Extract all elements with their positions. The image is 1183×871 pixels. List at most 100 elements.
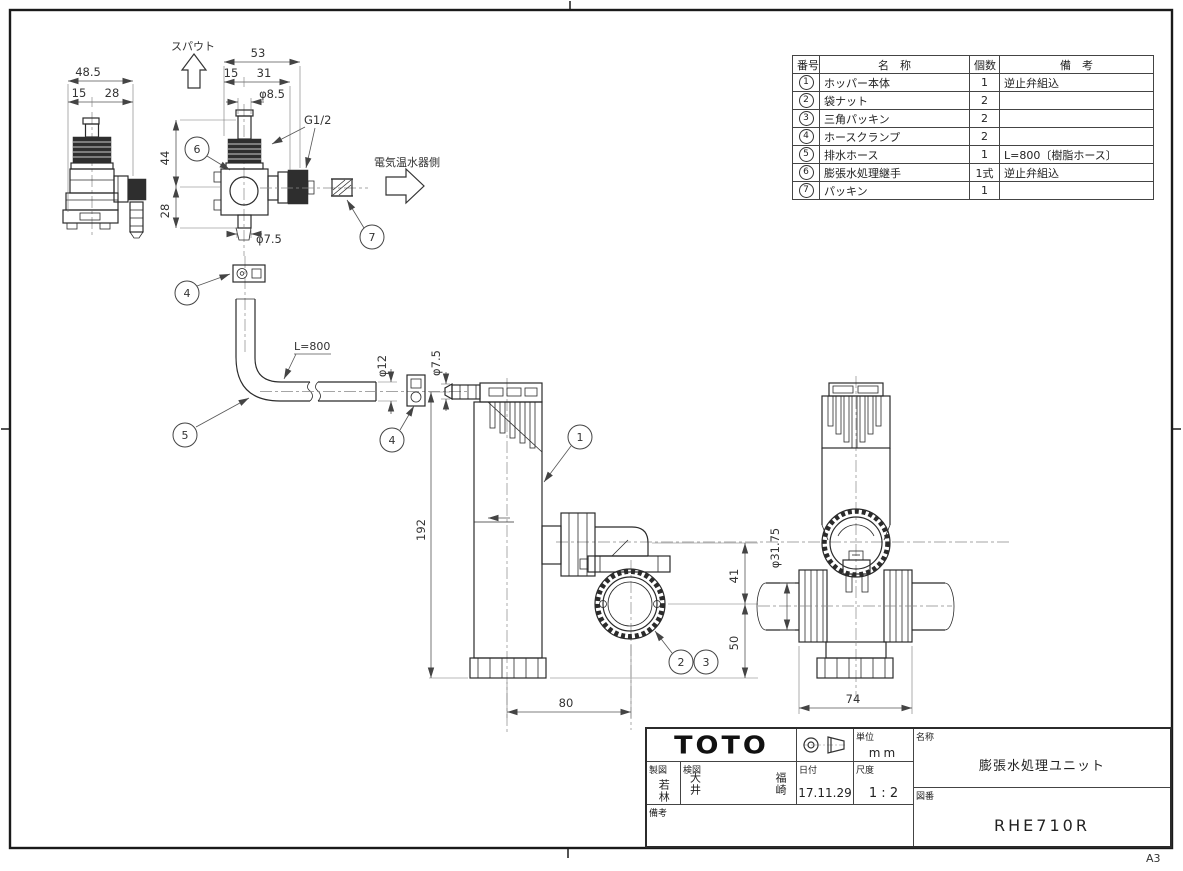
part-no-balloon: 5 xyxy=(798,147,814,162)
balloon-7 xyxy=(359,224,385,250)
dim-left-width: 48.5 xyxy=(75,65,101,79)
part-remarks: 逆止弁組込 xyxy=(999,163,1154,182)
dim-main-50: 50 xyxy=(727,636,741,651)
drawing-number-label: 図番 xyxy=(916,792,935,802)
side-view-dimensions: 48.5 15 28 xyxy=(67,65,134,212)
balloon-6-number: 6 xyxy=(194,143,201,156)
dim-front-44: 44 xyxy=(158,151,172,166)
balloon-3-number: 3 xyxy=(703,656,710,669)
spout-direction-arrow xyxy=(180,53,208,89)
part-name: ホースクランプ xyxy=(819,127,970,146)
drafter-label: 製図 xyxy=(649,766,668,776)
balloon-4-upper-number: 4 xyxy=(184,287,191,300)
part-no: 3 xyxy=(792,109,820,128)
part-no: 5 xyxy=(792,145,820,164)
drafter-cell: 製図 若林 xyxy=(647,762,681,805)
header-qty: 個数 xyxy=(969,55,1000,74)
hopper-side-view xyxy=(756,376,955,700)
title-block: TOTO 単位 mm 製図 若林 検図 大井 福崎 日付 17.11.29 尺度… xyxy=(645,727,1172,848)
part-qty: 1 xyxy=(969,73,1000,92)
name-cell: 名称 膨張水処理ユニット xyxy=(914,729,1170,788)
unit-label: 単位 xyxy=(856,733,875,743)
remarks-cell: 備考 xyxy=(647,805,914,846)
part-no-balloon: 3 xyxy=(798,111,814,126)
drawing-number-value: RHE710R xyxy=(994,815,1090,835)
side-view-fitting xyxy=(62,112,147,239)
front-view-dimensions: 53 15 31 φ8.5 G1/2 44 28 φ7.5 6 7 xyxy=(158,46,385,250)
part-qty: 1 xyxy=(969,181,1000,200)
front-view-fitting: スパウト 電気温水器側 xyxy=(171,40,440,256)
part-no: 6 xyxy=(792,163,820,182)
balloon-4-upper xyxy=(174,280,200,306)
part-qty: 1式 xyxy=(969,163,1000,182)
hopper-front-dimensions: 1 2 3 192 41 50 80 xyxy=(414,391,758,718)
heater-side-direction-arrow xyxy=(385,167,425,205)
dim-front-53: 53 xyxy=(251,46,266,60)
dim-main-192: 192 xyxy=(414,519,428,541)
hopper-side-dimensions: φ31.75 74 xyxy=(768,528,913,714)
balloon-5 xyxy=(172,422,198,448)
date-label: 日付 xyxy=(799,766,818,776)
checker-label: 検図 xyxy=(683,766,702,776)
unit-cell: 単位 mm xyxy=(854,729,914,762)
hopper-front-view xyxy=(444,378,1012,735)
dim-front-d75: φ7.5 xyxy=(256,232,282,246)
name-label: 名称 xyxy=(916,733,935,743)
checker-cell: 検図 大井 福崎 xyxy=(681,762,797,805)
logo-cell: TOTO xyxy=(647,729,797,762)
balloon-4-right-number: 4 xyxy=(389,434,396,447)
header-no: 番号 xyxy=(792,55,820,74)
part-name: 排水ホース xyxy=(819,145,970,164)
part-no: 7 xyxy=(792,181,820,200)
part-name: ホッパー本体 xyxy=(819,73,970,92)
remarks-label: 備考 xyxy=(649,809,668,819)
dim-main-80: 80 xyxy=(559,696,574,710)
spout-label: スパウト xyxy=(171,40,215,53)
balloon-7-number: 7 xyxy=(369,231,376,244)
dim-front-thread: G1/2 xyxy=(304,113,331,127)
part-no: 1 xyxy=(792,73,820,92)
date-cell: 日付 17.11.29 xyxy=(797,762,854,805)
hose-clamp-right xyxy=(406,374,426,407)
sheet-size-label: A3 xyxy=(1146,852,1161,865)
scale-cell: 尺度 1 : 2 xyxy=(854,762,914,805)
part-remarks xyxy=(999,91,1154,110)
part-remarks xyxy=(999,127,1154,146)
balloon-5-number: 5 xyxy=(182,429,189,442)
dim-side-74: 74 xyxy=(846,692,861,706)
dim-front-d85: φ8.5 xyxy=(259,87,285,101)
part-no-balloon: 1 xyxy=(798,75,814,90)
part-remarks xyxy=(999,181,1154,200)
balloon-2 xyxy=(668,649,694,675)
table-row: 3 三角パッキン 2 xyxy=(792,109,1154,128)
balloon-3 xyxy=(693,649,719,675)
header-name: 名 称 xyxy=(819,55,970,74)
part-no: 4 xyxy=(792,127,820,146)
part-qty: 1 xyxy=(969,145,1000,164)
dim-front-15: 15 xyxy=(224,66,239,80)
parts-table: 番号 名 称 個数 備 考 1 ホッパー本体 1 逆止弁組込 2 袋ナット 2 … xyxy=(792,55,1154,200)
dim-hose-d12: φ12 xyxy=(375,355,389,377)
dim-main-41: 41 xyxy=(727,569,741,584)
part-remarks: L=800〔樹脂ホース〕 xyxy=(999,145,1154,164)
packing-part xyxy=(331,178,353,197)
drain-hose-assembly: L=800 φ12 φ7.5 4 5 4 xyxy=(172,256,470,453)
table-row: 2 袋ナット 2 xyxy=(792,91,1154,110)
balloon-1-number: 1 xyxy=(577,431,584,444)
date-value: 17.11.29 xyxy=(798,786,852,800)
part-qty: 2 xyxy=(969,91,1000,110)
drawing-title: 膨張水処理ユニット xyxy=(978,758,1105,774)
toto-logo: TOTO xyxy=(674,730,769,760)
dim-front-31: 31 xyxy=(257,66,272,80)
part-name: 三角パッキン xyxy=(819,109,970,128)
part-no-balloon: 4 xyxy=(798,129,814,144)
part-remarks xyxy=(999,109,1154,128)
dim-side-d3175: φ31.75 xyxy=(768,528,782,569)
part-qty: 2 xyxy=(969,109,1000,128)
hose-clamp-upper xyxy=(232,264,266,283)
part-no: 2 xyxy=(792,91,820,110)
scale-value: 1 : 2 xyxy=(868,785,899,801)
part-qty: 2 xyxy=(969,127,1000,146)
drafter-name: 若林 xyxy=(657,779,671,803)
checker-name-1: 大井 xyxy=(688,772,702,796)
